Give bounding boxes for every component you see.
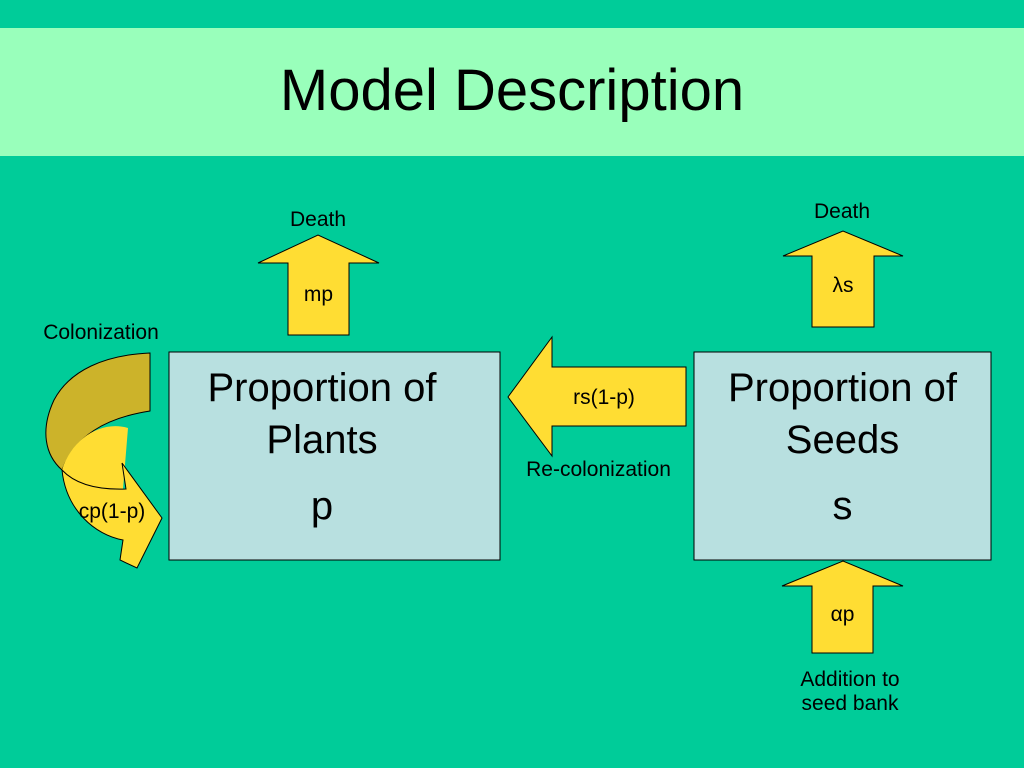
- plants-box-symbol: p: [310, 484, 334, 528]
- colonization-curve: [45, 352, 151, 471]
- plants-box-line2: Plants: [266, 418, 378, 462]
- plant-death-arrow: [257, 234, 380, 336]
- seed-addition-caption-line1: Addition to: [800, 668, 900, 691]
- seed-death-rate: λs: [832, 274, 854, 297]
- seeds-box-line2: Seeds: [785, 418, 900, 462]
- seed-addition-caption: Addition to seed bank: [760, 668, 940, 716]
- colonization-arrowhead: [61, 462, 163, 569]
- seed-death-caption: Death: [813, 200, 871, 223]
- plants-box-line1: Proportion of: [207, 366, 437, 410]
- recolonization-arrow: [507, 335, 687, 458]
- title-band: [0, 28, 1024, 156]
- seeds-box: [693, 351, 992, 561]
- seed-addition-caption-line2: seed bank: [801, 692, 899, 716]
- seed-addition-arrow: [781, 560, 904, 654]
- seed-addition-rate: αp: [830, 603, 855, 626]
- colonization-caption: Colonization: [43, 321, 159, 344]
- plants-box: [168, 351, 501, 561]
- plant-death-caption: Death: [289, 208, 347, 231]
- seeds-box-label: Proportion of Seeds s: [694, 362, 991, 532]
- colonization-arrow: [62, 426, 128, 498]
- slide-title: Model Description: [279, 58, 745, 123]
- seeds-box-line1: Proportion of: [727, 366, 958, 410]
- recolonization-rate: rs(1-p): [573, 386, 635, 409]
- seed-death-arrow: [782, 230, 904, 328]
- recolonization-caption: Re-colonization: [526, 458, 671, 481]
- colonization-rate: cp(1-p): [78, 500, 146, 523]
- plant-death-rate: mp: [303, 283, 334, 306]
- plants-box-label: Proportion of Plants p: [169, 362, 475, 532]
- seeds-box-symbol: s: [832, 484, 853, 528]
